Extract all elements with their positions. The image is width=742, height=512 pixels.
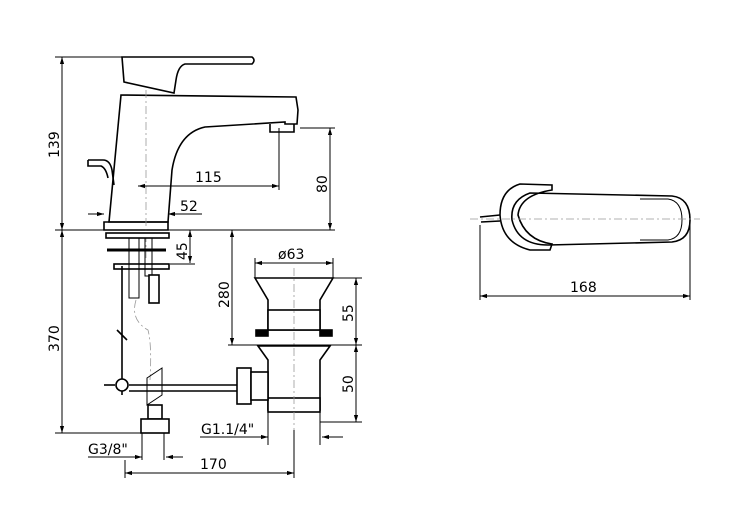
- dim-80: 80: [315, 175, 331, 193]
- waste-thread-label: G1.1/4": [201, 422, 254, 438]
- dim-170: 170: [200, 457, 227, 473]
- dim-370: 370: [47, 325, 63, 352]
- dim-55: 55: [341, 304, 357, 322]
- dim-280: 280: [217, 281, 233, 308]
- dim-45: 45: [175, 242, 191, 260]
- supply-thread-label: G3/8": [88, 442, 128, 458]
- dim-115: 115: [195, 170, 222, 186]
- dim-52: 52: [180, 199, 198, 215]
- dimension-lines: [55, 56, 362, 478]
- dim-63: ø63: [278, 247, 304, 263]
- deck-fixing: [104, 232, 240, 434]
- waste-assembly: [236, 268, 335, 430]
- dim-139: 139: [47, 131, 63, 158]
- faucet-top-view: [470, 183, 700, 300]
- dim-168: 168: [570, 280, 597, 296]
- dim-50: 50: [341, 375, 357, 393]
